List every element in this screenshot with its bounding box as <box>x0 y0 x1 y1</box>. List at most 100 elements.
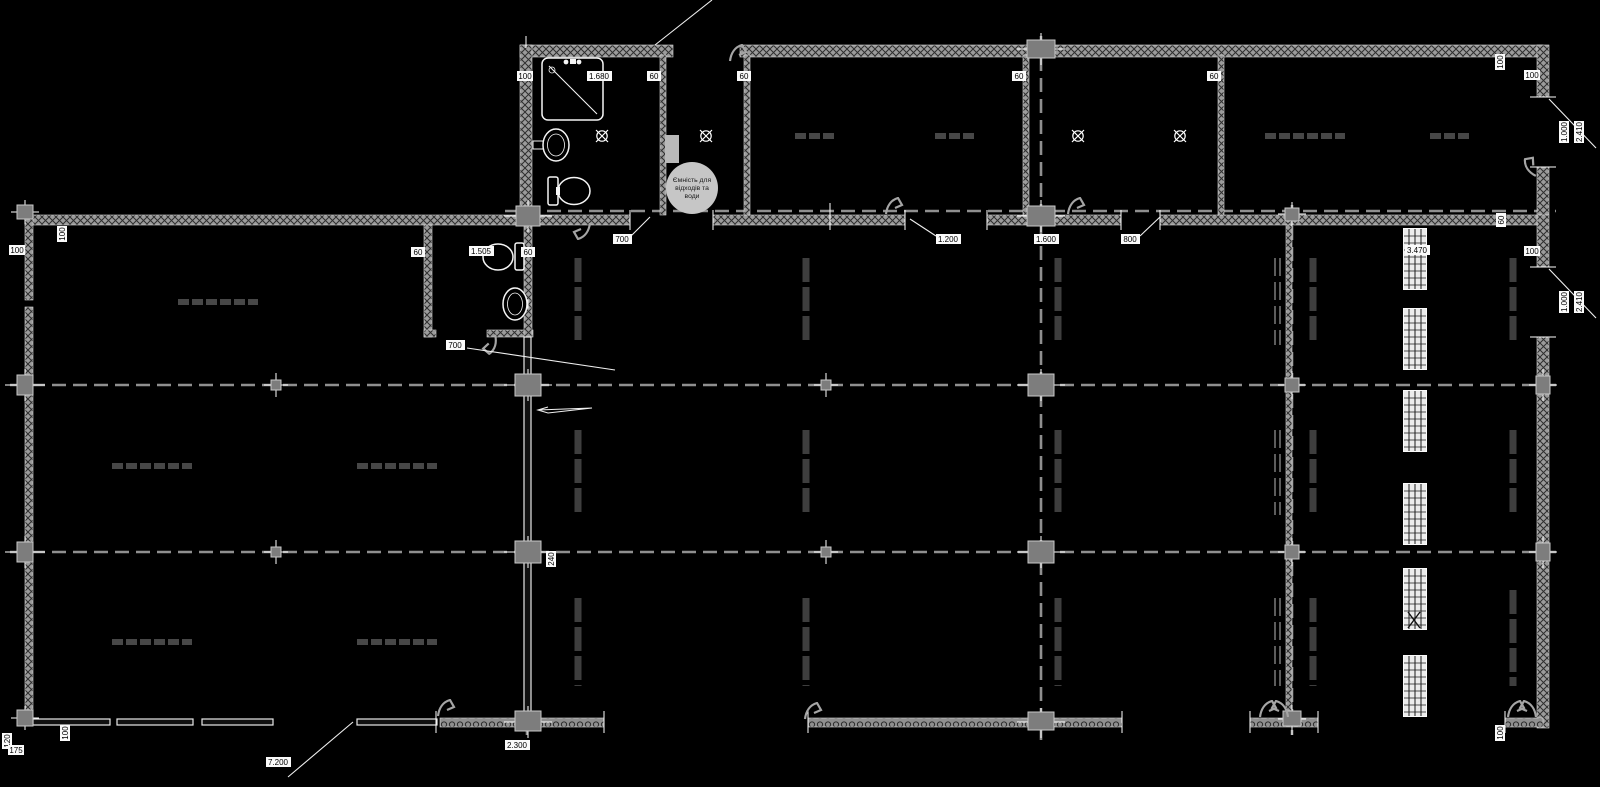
column <box>5 369 45 401</box>
svg-text:100: 100 <box>1525 71 1539 80</box>
svg-text:1.000: 1.000 <box>1560 291 1569 312</box>
svg-text:100: 100 <box>1496 55 1505 69</box>
dim-label: 100 <box>1524 70 1540 80</box>
dim-label: 2.300 <box>505 740 530 750</box>
svg-text:100: 100 <box>1496 726 1505 740</box>
dim-label: 100 <box>57 226 67 242</box>
grid-marker <box>814 540 838 564</box>
dim-label: 60 <box>647 71 661 81</box>
leader-lines <box>287 0 1597 778</box>
column <box>1278 202 1306 226</box>
svg-text:100: 100 <box>58 227 67 241</box>
dim-label: 60 <box>521 247 535 257</box>
dim-label: 1.000 <box>1559 291 1569 313</box>
svg-text:175: 175 <box>9 746 23 755</box>
column <box>11 200 39 224</box>
storage-racks <box>1404 229 1427 717</box>
svg-text:100: 100 <box>61 726 70 740</box>
lamp-icon <box>596 130 608 142</box>
dim-label: 1.505 <box>469 246 494 256</box>
note-line-3: води <box>685 193 700 200</box>
dim-label: 100 <box>517 71 533 81</box>
column <box>1017 33 1065 65</box>
svg-text:120: 120 <box>3 734 12 748</box>
dim-label: 1.600 <box>1034 234 1059 244</box>
bathroom-toilet <box>547 176 591 206</box>
opening-ticks <box>435 36 1556 733</box>
svg-text:60: 60 <box>740 72 749 81</box>
column <box>504 536 552 568</box>
svg-text:700: 700 <box>615 235 629 244</box>
dim-label: 60 <box>737 71 751 81</box>
dim-label: 100 <box>1524 246 1540 256</box>
column <box>504 706 552 738</box>
column <box>1278 538 1306 566</box>
svg-text:1.000: 1.000 <box>1560 121 1569 142</box>
rack-cross-mark <box>1407 611 1421 629</box>
svg-text:60: 60 <box>414 248 423 257</box>
bathroom-sink <box>532 128 570 162</box>
grid-marker <box>814 373 838 397</box>
column <box>11 706 39 730</box>
dim-label: 60 <box>1012 71 1026 81</box>
svg-text:60: 60 <box>650 72 659 81</box>
note-line-1: Ємність для <box>673 176 712 184</box>
column <box>5 536 45 568</box>
lamp-icon <box>1072 130 1084 142</box>
dim-label: 1.000 <box>1559 121 1569 143</box>
dimension-labels: 100 1.680 60 60 60 60 100 100 60 1.505 6… <box>2 54 1584 767</box>
wc-sink <box>502 287 529 321</box>
note-line-2: відходів та <box>675 184 709 192</box>
dim-label: 60 <box>1207 71 1221 81</box>
dim-label: 100 <box>60 725 70 741</box>
svg-text:60: 60 <box>1497 215 1506 224</box>
column <box>1017 369 1065 401</box>
dim-label: 60 <box>411 247 425 257</box>
dim-label: 7.200 <box>266 757 291 767</box>
column <box>1017 708 1065 738</box>
svg-text:800: 800 <box>1123 235 1137 244</box>
svg-text:240: 240 <box>547 552 556 566</box>
svg-text:2.410: 2.410 <box>1575 121 1584 142</box>
column <box>1017 200 1065 232</box>
svg-text:60: 60 <box>1015 72 1024 81</box>
dim-label: 2.410 <box>1574 291 1584 313</box>
column <box>1278 371 1306 399</box>
column <box>1529 536 1557 568</box>
column <box>1529 369 1557 401</box>
dim-label: 800 <box>1121 234 1140 244</box>
dim-label: 700 <box>446 340 465 350</box>
svg-text:7.200: 7.200 <box>268 758 289 767</box>
svg-text:100: 100 <box>10 246 24 255</box>
shaft-block <box>665 135 679 163</box>
svg-text:60: 60 <box>524 248 533 257</box>
column-grid <box>5 33 1557 738</box>
rack-dashed-bars <box>574 258 1517 686</box>
svg-text:60: 60 <box>1210 72 1219 81</box>
grid-marker <box>264 540 288 564</box>
column <box>1017 536 1065 568</box>
svg-text:1.600: 1.600 <box>1036 235 1057 244</box>
dim-label: 1.200 <box>936 234 961 244</box>
dim-label: 100 <box>9 245 25 255</box>
dim-label: 3.470 <box>1405 245 1430 255</box>
svg-text:100: 100 <box>518 72 532 81</box>
dim-label: 1.680 <box>587 71 612 81</box>
dim-label: 60 <box>1496 213 1506 227</box>
svg-text:2.300: 2.300 <box>507 741 528 750</box>
dim-label: 700 <box>613 234 632 244</box>
waste-water-tank-note: Ємність для відходів та води <box>666 162 718 214</box>
svg-text:1.680: 1.680 <box>589 72 610 81</box>
small-arrow <box>536 406 593 414</box>
lamp-icon <box>700 130 712 142</box>
dim-label: 240 <box>546 551 556 567</box>
svg-text:1.200: 1.200 <box>938 235 959 244</box>
svg-text:2.410: 2.410 <box>1575 291 1584 312</box>
shower-cabin <box>541 57 604 121</box>
svg-text:100: 100 <box>1525 247 1539 256</box>
dim-label: 2.410 <box>1574 121 1584 143</box>
radiator-bars <box>112 133 1470 645</box>
column <box>504 200 552 232</box>
